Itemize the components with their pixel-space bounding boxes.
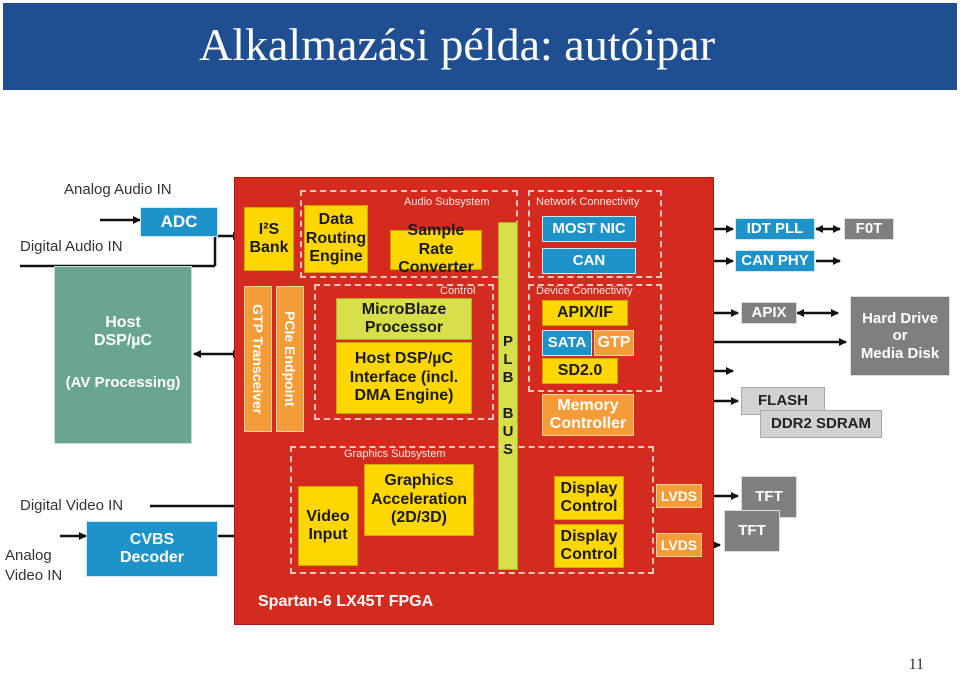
plb-bus: P L B B U S xyxy=(498,222,518,570)
graphics-subsystem-label: Graphics Subsystem xyxy=(344,448,446,460)
device-connectivity-region xyxy=(528,284,662,392)
data-routing-engine-block: Data Routing Engine xyxy=(304,205,368,273)
f0t-block: F0T xyxy=(844,218,894,240)
idt-pll-block: IDT PLL xyxy=(735,218,815,240)
fpga-name: Spartan-6 LX45T FPGA xyxy=(258,593,434,610)
device-connectivity-label: Device Connectivity xyxy=(536,285,633,297)
title-bar: Alkalmazási példa: autóipar xyxy=(3,3,957,90)
i2s-bank-block: I²S Bank xyxy=(244,207,294,271)
control-label: Control xyxy=(440,285,476,297)
display-control-2-block: Display Control xyxy=(554,524,624,568)
microblaze-block: MicroBlaze Processor xyxy=(336,298,472,340)
page-title: Alkalmazási példa: autóipar xyxy=(199,19,716,70)
apix-if-block: APIX/IF xyxy=(542,300,628,326)
hard-drive-block: Hard Drive or Media Disk xyxy=(850,296,950,376)
graphics-subsystem-region xyxy=(290,446,654,574)
can-block: CAN xyxy=(542,248,636,274)
network-connectivity-label: Network Connectivity xyxy=(536,196,640,208)
lvds-2-block: LVDS xyxy=(656,533,702,557)
gtp-transceiver-block: GTP Transceiver xyxy=(244,286,272,432)
gtp-block: GTP xyxy=(594,330,634,356)
memory-controller-block: Memory Controller xyxy=(542,394,634,436)
host-interface-block: Host DSP/µC Interface (incl. DMA Engine) xyxy=(336,342,472,414)
video-input-block: Video Input xyxy=(298,486,358,566)
host-dsp-label: Host DSP/µC xyxy=(93,313,153,349)
pcie-endpoint-block: PCIe Endpoint xyxy=(276,286,304,432)
lvds-1-block: LVDS xyxy=(656,484,702,508)
adc-block: ADC xyxy=(140,207,218,237)
analog-audio-label: Analog Audio IN xyxy=(64,181,172,198)
digital-video-label: Digital Video IN xyxy=(20,497,124,514)
sample-rate-converter-block: Sample Rate Converter xyxy=(390,222,482,276)
graphics-acceleration-block: Graphics Acceleration (2D/3D) xyxy=(364,464,474,536)
sata-block: SATA xyxy=(542,330,592,356)
page-number: 11 xyxy=(908,656,924,673)
display-control-1-block: Display Control xyxy=(554,476,624,520)
tft-2-block: TFT xyxy=(724,510,780,552)
ddr2-sdram-block: DDR2 SDRAM xyxy=(760,410,882,438)
network-connectivity-region xyxy=(528,190,662,278)
sd-block: SD2.0 xyxy=(542,358,618,384)
audio-subsystem-label: Audio Subsystem xyxy=(404,196,490,208)
control-region xyxy=(314,284,494,420)
can-phy-block: CAN PHY xyxy=(735,250,815,272)
av-processing-label: (AV Processing) xyxy=(65,374,181,392)
most-nic-block: MOST NIC xyxy=(542,216,636,242)
host-dsp-block: Host DSP/µC (AV Processing) xyxy=(54,266,192,444)
digital-audio-label: Digital Audio IN xyxy=(20,238,123,255)
analog-video-label: Analog Video IN xyxy=(5,547,63,584)
cvbs-decoder-block: CVBS Decoder xyxy=(86,521,218,577)
apix-block: APIX xyxy=(741,302,797,324)
